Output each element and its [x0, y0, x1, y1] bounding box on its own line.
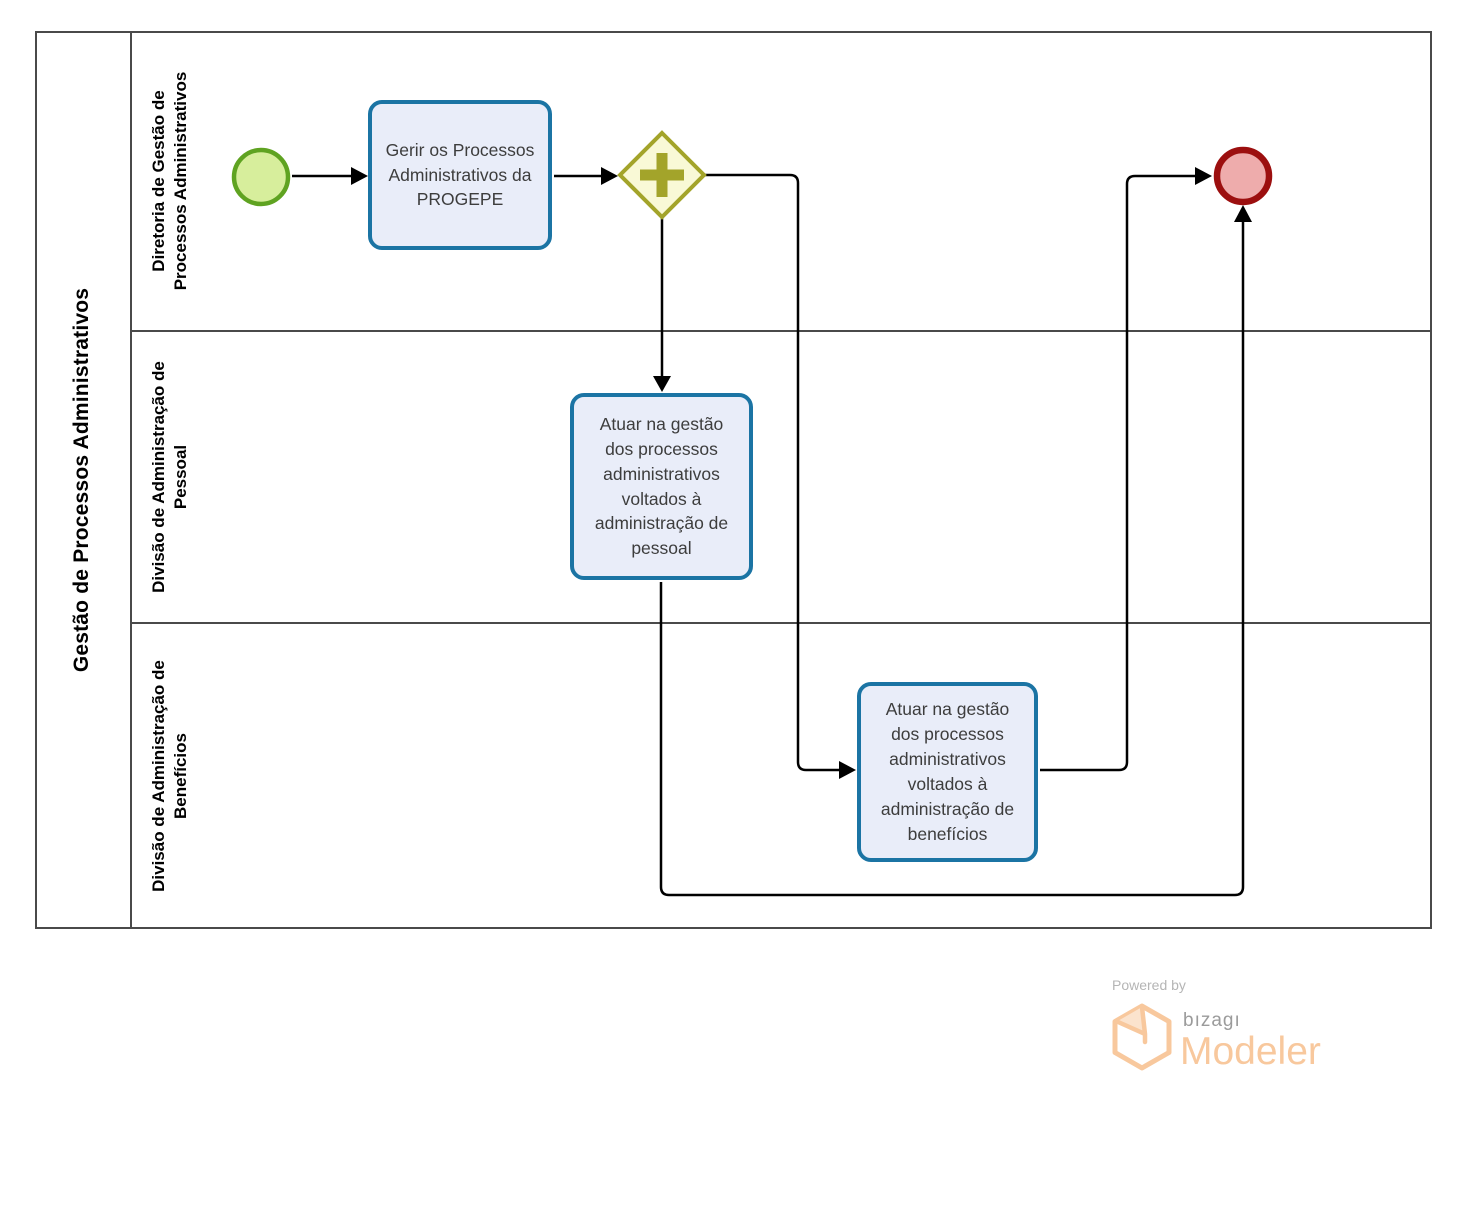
- pool-title: Gestão de Processos Administrativos: [70, 287, 93, 673]
- lane-label-line: Pessoal: [171, 444, 190, 510]
- bizagi-logo-icon: [1112, 1003, 1172, 1071]
- lane-label-pessoal: Divisão de Administração de Pessoal: [148, 361, 192, 593]
- powered-by-text: Powered by: [1112, 977, 1186, 993]
- task-gestao-beneficios: Atuar na gestão dos processos administra…: [857, 682, 1038, 862]
- task-label: Gerir os Processos Administrativos da PR…: [385, 139, 535, 210]
- task-gerir-processos: Gerir os Processos Administrativos da PR…: [368, 100, 552, 250]
- pool-title-divider-line: [130, 31, 132, 929]
- lane-label-line: Processos Administrativos: [171, 71, 190, 291]
- lane-label-line: Benefícios: [171, 733, 190, 819]
- modeler-wordmark: Modeler: [1180, 1030, 1321, 1073]
- pool-border: [35, 31, 1432, 929]
- lane-label-diretoria: Diretoria de Gestão de Processos Adminis…: [148, 72, 192, 291]
- task-label: Atuar na gestão dos processos administra…: [594, 413, 729, 559]
- bizagi-wordmark: bızagı: [1183, 1010, 1241, 1031]
- lane-divider: [130, 622, 1432, 624]
- logo-fold: [1117, 1007, 1145, 1034]
- lane-divider: [130, 330, 1432, 332]
- task-gestao-pessoal: Atuar na gestão dos processos administra…: [570, 393, 753, 580]
- task-label: Atuar na gestão dos processos administra…: [880, 699, 1015, 844]
- lane-label-line: Divisão de Administração de: [148, 361, 168, 593]
- lane-label-line: Diretoria de Gestão de: [148, 90, 168, 272]
- lane-label-line: Divisão de Administração de: [148, 660, 168, 892]
- lane-label-beneficios: Divisão de Administração de Benefícios: [148, 660, 192, 892]
